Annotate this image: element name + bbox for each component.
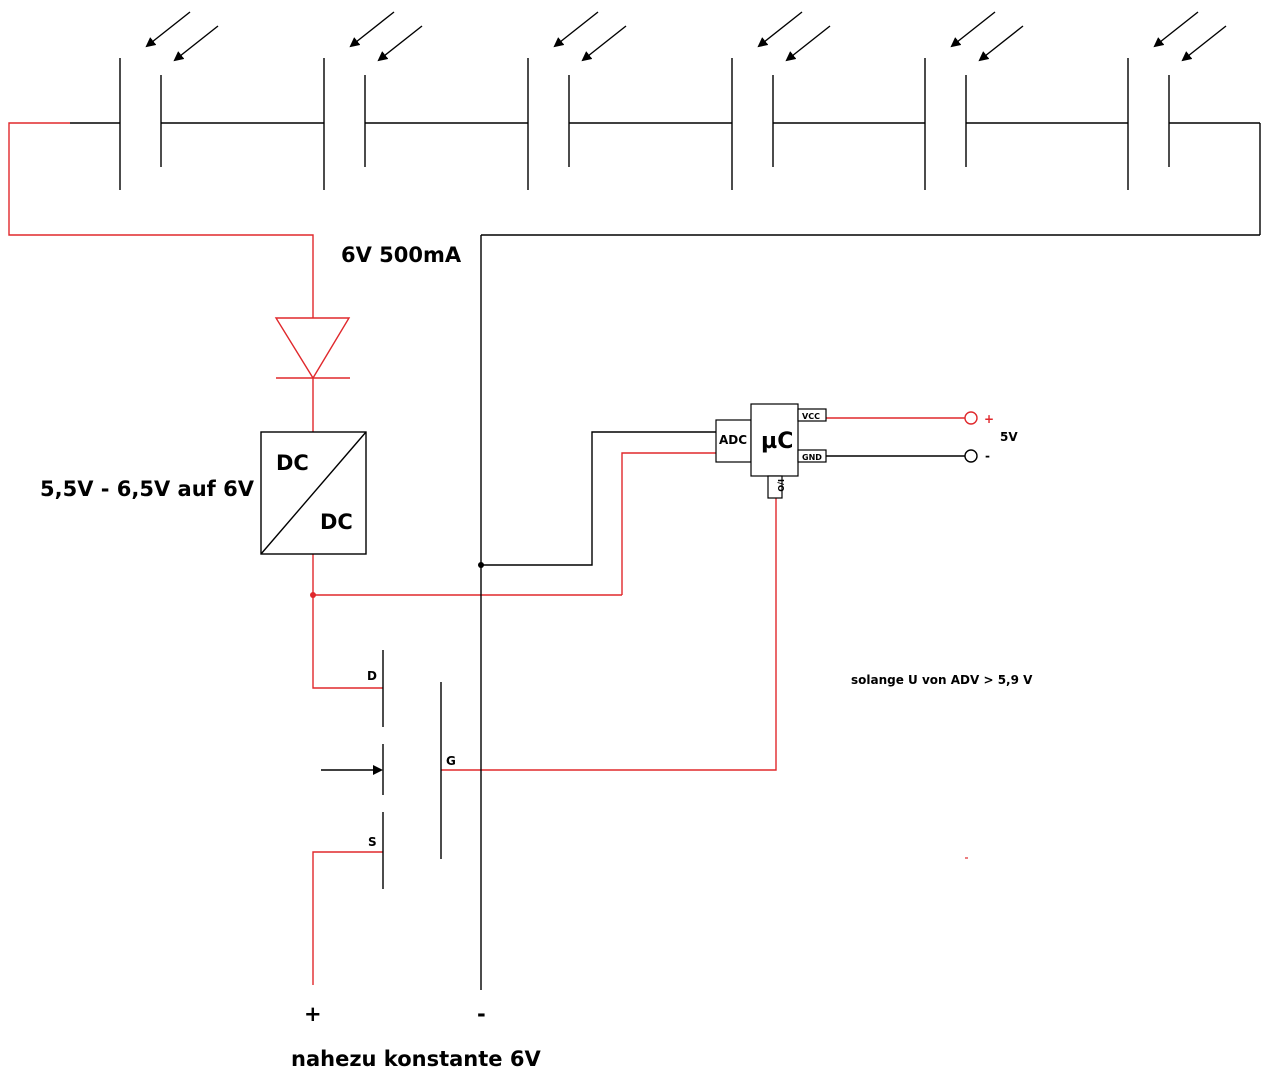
solar-cell-4: [731, 11, 831, 190]
supply-plus-sign: +: [984, 412, 994, 426]
solar-cell-3: [527, 11, 627, 190]
dc-dc-converter-symbol: [260, 431, 367, 555]
condition-note: solange U von ADV > 5,9 V: [851, 673, 1033, 687]
solar-cell-6: [1127, 11, 1227, 190]
panel-rating-label: 6V 500mA: [341, 243, 462, 267]
converter-output-label: DC: [320, 510, 353, 534]
mosfet-symbol: [321, 650, 442, 889]
solar-cell-5: [924, 11, 1024, 190]
converter-range-label: 5,5V - 6,5V auf 6V: [40, 477, 255, 501]
solar-cell-2: [323, 11, 423, 190]
junction-dot-positive: [310, 592, 316, 598]
supply-minus-terminal: [964, 449, 978, 463]
mosfet-drain-label: D: [367, 669, 377, 683]
mcu-label: µC: [761, 429, 793, 454]
vcc-pin-label: VCC: [802, 412, 820, 421]
solar-cell-string: [70, 122, 1261, 236]
converter-input-label: DC: [276, 451, 309, 475]
supply-minus-sign: -: [985, 449, 990, 463]
mosfet-source-label: S: [368, 835, 377, 849]
io-pin-label: I/O: [776, 479, 785, 492]
junction-dot-negative: [478, 562, 484, 568]
supply-plus-terminal: [964, 411, 978, 425]
positive-wire: [8, 122, 965, 985]
output-note: nahezu konstante 6V: [291, 1047, 541, 1071]
adc-pin-label: ADC: [719, 433, 747, 447]
microcontroller-symbol: [715, 403, 827, 499]
gnd-pin-label: GND: [802, 453, 822, 462]
diode-symbol: [274, 317, 351, 380]
solar-cell-1: [119, 11, 219, 190]
output-minus-sign: -: [477, 1002, 486, 1026]
output-plus-sign: +: [304, 1002, 322, 1026]
negative-wire: [480, 235, 965, 990]
supply-voltage-label: 5V: [1000, 430, 1018, 444]
mosfet-gate-label: G: [446, 754, 456, 768]
